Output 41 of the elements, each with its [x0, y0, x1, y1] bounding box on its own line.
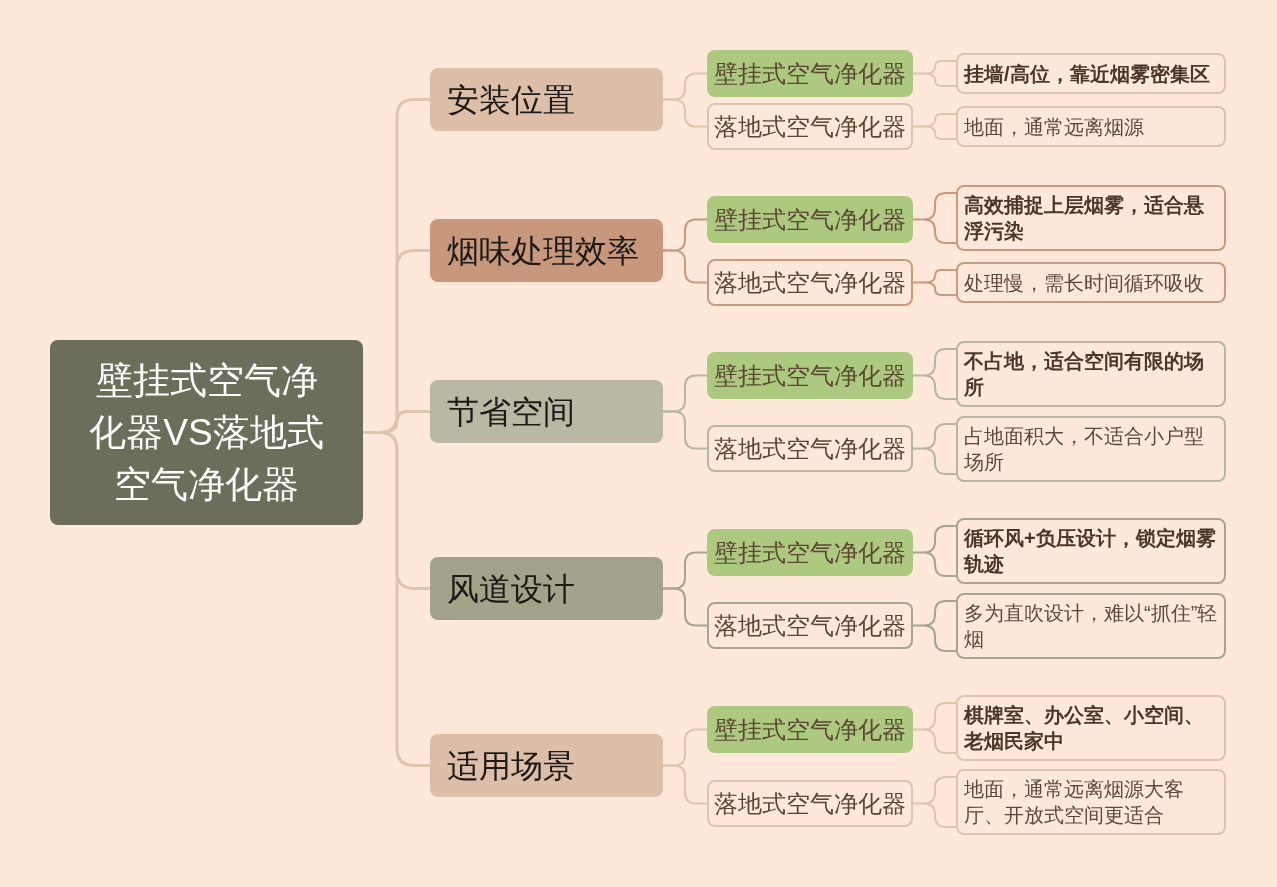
brace-connector — [912, 702, 957, 754]
brace-connector — [912, 423, 957, 475]
topic-box: 适用场景 — [430, 734, 663, 797]
brace-connector — [912, 776, 957, 828]
detail-box: 棋牌室、办公室、小空间、老烟民家中 — [956, 695, 1226, 761]
subtopic-box: 落地式空气净化器 — [707, 602, 913, 649]
brace-connector — [912, 113, 957, 140]
brace-connector — [662, 764, 708, 805]
subtopic-box: 落地式空气净化器 — [707, 425, 913, 472]
brace-connector — [912, 348, 957, 400]
detail-box: 高效捕捉上层烟雾，适合悬浮污染 — [956, 185, 1226, 251]
brace-connector — [662, 249, 708, 284]
brace-connector — [662, 98, 708, 128]
topic-box: 烟味处理效率 — [430, 219, 663, 282]
detail-box: 多为直吹设计，难以“抓住”轻烟 — [956, 593, 1226, 659]
topic-box: 安装位置 — [430, 68, 663, 131]
detail-box: 地面，通常远离烟源大客厅、开放式空间更适合 — [956, 769, 1226, 835]
brace-connector — [912, 192, 957, 244]
brace-connector — [912, 269, 957, 296]
subtopic-box: 壁挂式空气净化器 — [707, 196, 913, 243]
subtopic-box: 壁挂式空气净化器 — [707, 706, 913, 753]
subtopic-box: 壁挂式空气净化器 — [707, 529, 913, 576]
subtopic-box: 落地式空气净化器 — [707, 259, 913, 306]
topic-box: 风道设计 — [430, 557, 663, 620]
detail-box: 处理慢，需长时间循环吸收 — [956, 262, 1226, 303]
brace-connector — [912, 600, 957, 652]
brace-connector — [662, 587, 708, 627]
detail-box: 占地面积大，不适合小户型场所 — [956, 416, 1226, 482]
central-topic-box: 壁挂式空气净化器VS落地式空气净化器 — [50, 340, 363, 525]
detail-box: 挂墙/高位，靠近烟雾密集区 — [956, 53, 1226, 94]
detail-box: 循环风+负压设计，锁定烟雾轨迹 — [956, 518, 1226, 584]
brace-connector — [912, 60, 957, 87]
subtopic-box: 壁挂式空气净化器 — [707, 352, 913, 399]
subtopic-box: 落地式空气净化器 — [707, 780, 913, 827]
brace-connector — [912, 525, 957, 577]
detail-box: 地面，通常远离烟源 — [956, 106, 1226, 147]
topic-box: 节省空间 — [430, 380, 663, 443]
brace-connector — [662, 410, 708, 450]
detail-box: 不占地，适合空间有限的场所 — [956, 341, 1226, 407]
subtopic-box: 落地式空气净化器 — [707, 103, 913, 150]
subtopic-box: 壁挂式空气净化器 — [707, 50, 913, 97]
